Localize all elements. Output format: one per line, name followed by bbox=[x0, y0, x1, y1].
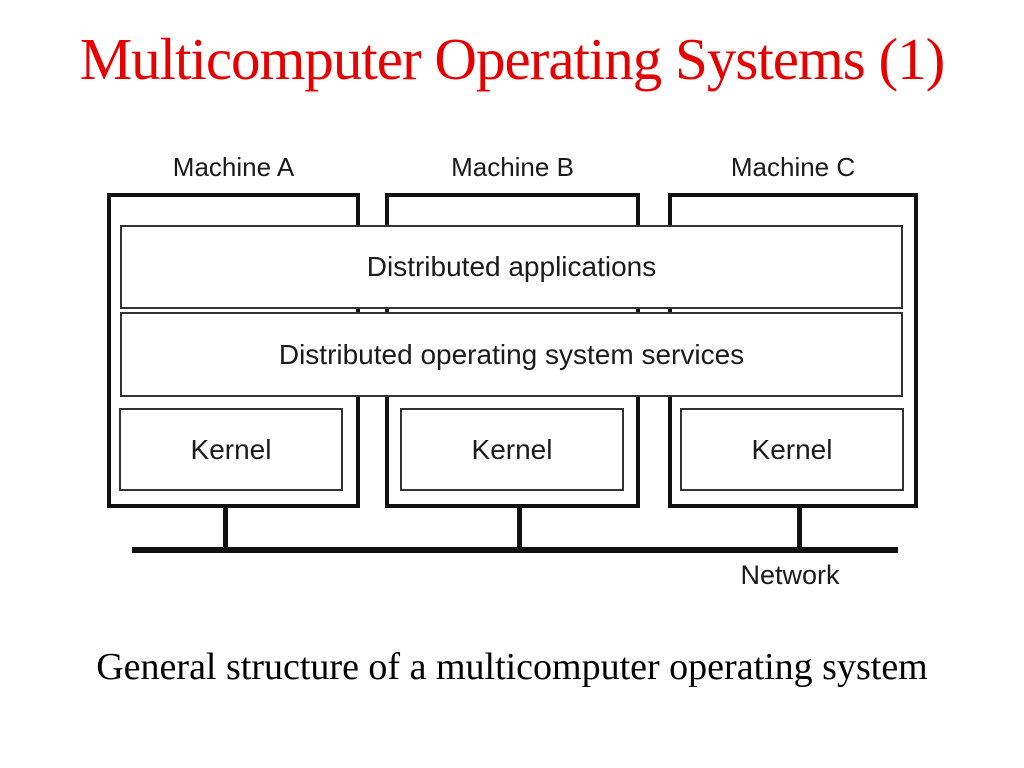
distributed-os-services-box: Distributed operating system services bbox=[120, 312, 903, 397]
kernel-c-label: Kernel bbox=[751, 433, 833, 465]
slide-title: Multicomputer Operating Systems (1) bbox=[79, 26, 946, 92]
kernel-b-box: Kernel bbox=[400, 408, 624, 491]
distributed-applications-box: Distributed applications bbox=[120, 225, 903, 309]
network-bus-line bbox=[132, 547, 898, 553]
network-label: Network bbox=[740, 560, 840, 590]
machine-c-label: Machine C bbox=[730, 152, 856, 182]
machine-a-label: Machine A bbox=[172, 152, 295, 182]
slide-caption: General structure of a multicomputer ope… bbox=[96, 646, 928, 688]
network-connector-a bbox=[223, 505, 228, 549]
distributed-applications-label: Distributed applications bbox=[366, 251, 657, 282]
network-connector-c bbox=[797, 505, 802, 549]
kernel-c-box: Kernel bbox=[680, 408, 904, 491]
kernel-b-label: Kernel bbox=[471, 433, 553, 465]
kernel-a-label: Kernel bbox=[190, 433, 272, 465]
machine-b-label: Machine B bbox=[451, 152, 574, 182]
network-connector-b bbox=[517, 505, 522, 549]
distributed-os-services-label: Distributed operating system services bbox=[278, 338, 745, 370]
kernel-a-box: Kernel bbox=[119, 408, 343, 491]
